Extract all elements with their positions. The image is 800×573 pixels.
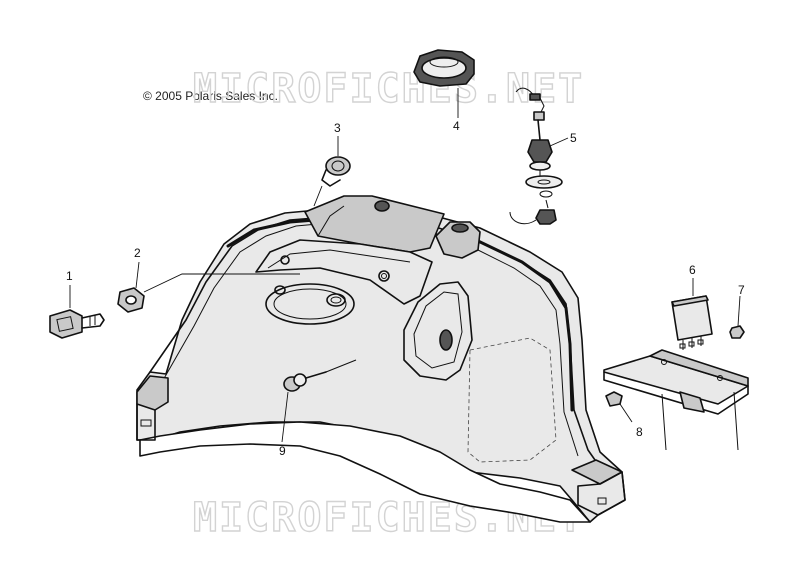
callout-2: 2 xyxy=(134,246,141,260)
flange-bolt xyxy=(605,391,623,407)
leader-lines xyxy=(69,88,741,443)
callout-1: 1 xyxy=(66,269,73,283)
callout-5: 5 xyxy=(570,131,577,145)
filler-cap-cover xyxy=(413,49,475,87)
callout-7: 7 xyxy=(738,283,745,297)
callout-6: 6 xyxy=(689,263,696,277)
ignition-key xyxy=(49,309,105,339)
callout-labels: 1 2 3 4 5 6 7 8 9 xyxy=(66,119,745,458)
hex-nut xyxy=(117,287,145,313)
grommet xyxy=(321,156,351,187)
small-nut xyxy=(729,325,745,339)
callout-9: 9 xyxy=(279,444,286,458)
copyright-text: © 2005 Polaris Sales Inc. xyxy=(143,89,278,103)
fender-panel xyxy=(136,195,626,523)
push-fastener xyxy=(283,359,357,392)
callout-3: 3 xyxy=(334,121,341,135)
electronic-module xyxy=(671,295,713,350)
switch-assembly xyxy=(509,87,563,225)
callout-4: 4 xyxy=(453,119,460,133)
mounting-bracket xyxy=(603,349,749,451)
callout-8: 8 xyxy=(636,425,643,439)
watermark-top: MICROFICHES.NET xyxy=(193,66,584,112)
